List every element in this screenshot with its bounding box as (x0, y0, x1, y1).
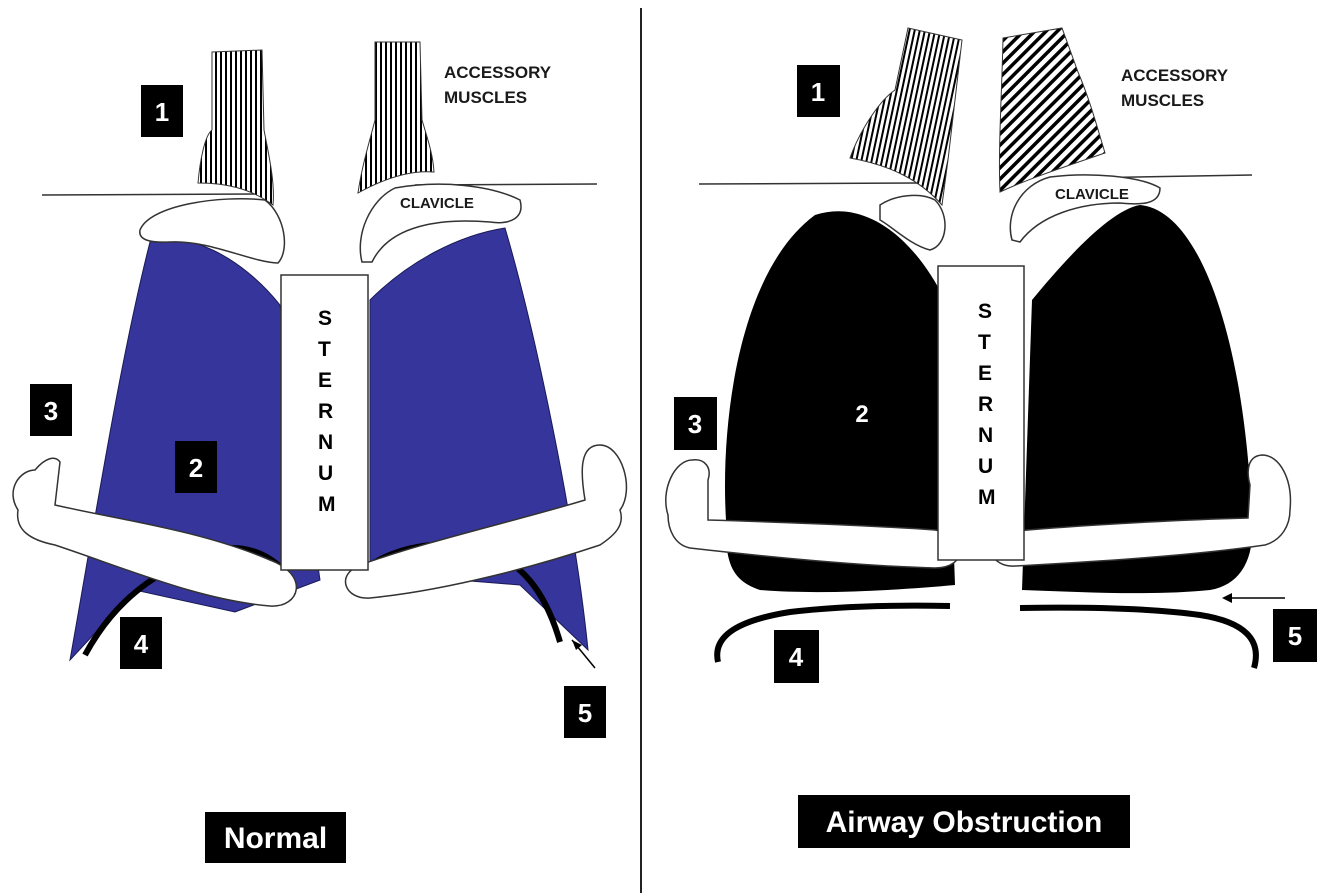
obstruction-title: Airway Obstruction (826, 806, 1103, 839)
normal-chest-line (42, 194, 260, 195)
marker-5: 5 (1273, 609, 1317, 662)
obstruction-right-curve (1020, 608, 1256, 668)
sternum-letter: T (978, 331, 991, 354)
clavicle-label: CLAVICLE (400, 195, 474, 212)
marker-5: 5 (564, 686, 606, 738)
obstruction-right-accessory-muscle (999, 28, 1105, 192)
accessory-muscles-label-line1: ACCESSORY (444, 63, 552, 82)
obstruction-chest-line (699, 183, 920, 184)
obstruction-left-curve (717, 606, 950, 662)
marker-5-text: 5 (578, 698, 592, 728)
sternum-letter: S (318, 307, 332, 330)
normal-title-badge: Normal (205, 812, 346, 863)
sternum-letter: N (978, 424, 993, 447)
sternum-letter: M (318, 493, 336, 516)
sternum-letter: M (978, 486, 996, 509)
marker-2-text: 2 (855, 401, 868, 428)
sternum-letter: E (978, 362, 992, 385)
clavicle-label: CLAVICLE (1055, 186, 1129, 203)
sternum-letter: U (978, 455, 993, 478)
sternum-letter: R (318, 400, 333, 423)
obstruction-arrow-5-head (1222, 593, 1232, 603)
accessory-muscles-label-line1: ACCESSORY (1121, 66, 1229, 85)
marker-4: 4 (774, 630, 819, 683)
marker-1: 1 (797, 65, 840, 117)
normal-title: Normal (224, 822, 327, 855)
normal-left-accessory-muscle (198, 50, 273, 205)
sternum-letter: S (978, 300, 992, 323)
normal-right-accessory-muscle (358, 42, 434, 193)
sternum-letter: U (318, 462, 333, 485)
marker-1: 1 (141, 85, 183, 137)
sternum-letter: R (978, 393, 993, 416)
marker-3-text: 3 (44, 396, 58, 426)
marker-4-text: 4 (789, 642, 804, 672)
obstruction-left-accessory-muscle (850, 28, 962, 205)
accessory-muscles-label-line2: MUSCLES (444, 88, 527, 107)
marker-3-text: 3 (688, 409, 702, 439)
normal-panel: S T E R N U M ACCESSORY MUSCLES CLAVICLE… (13, 42, 626, 863)
marker-1-text: 1 (155, 97, 169, 127)
obstruction-panel: S T E R N U M ACCESSORY MUSCLES CLAVICLE… (666, 28, 1317, 848)
accessory-muscles-label-line2: MUSCLES (1121, 91, 1204, 110)
marker-4: 4 (120, 617, 162, 669)
marker-4-text: 4 (134, 629, 149, 659)
marker-1-text: 1 (811, 77, 825, 107)
marker-3: 3 (30, 384, 72, 436)
sternum-letter: E (318, 369, 332, 392)
marker-2: 2 (175, 441, 217, 493)
marker-5-text: 5 (1288, 621, 1302, 651)
sternum-letter: N (318, 431, 333, 454)
sternum-letter: T (318, 338, 331, 361)
obstruction-title-badge: Airway Obstruction (798, 795, 1130, 848)
marker-2: 2 (855, 401, 868, 428)
marker-2-text: 2 (189, 453, 203, 483)
marker-3: 3 (674, 397, 717, 450)
